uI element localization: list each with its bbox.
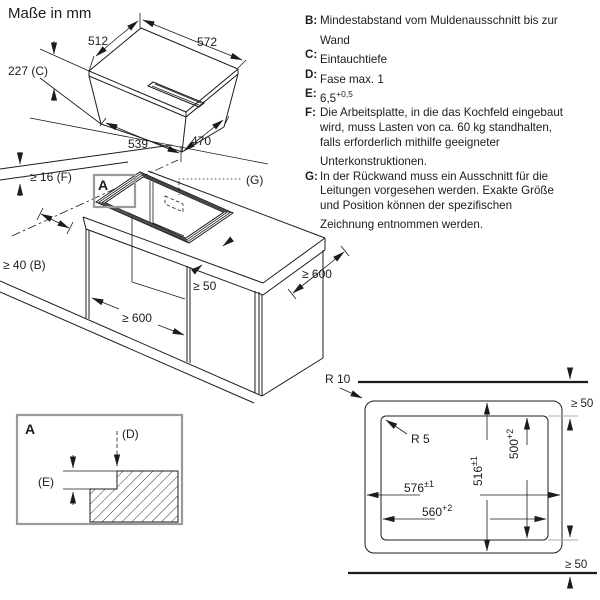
detail-a-chamfer-label: (D): [122, 427, 139, 441]
legend-key: E:: [305, 86, 317, 100]
hob-isometric-view: 512 572 227 (C) 539 470: [8, 13, 269, 165]
legend-key: G:: [305, 169, 318, 183]
dim-worktop-depth-label: ≥ 600: [302, 267, 332, 281]
dim-outer-depth-label: 516±1: [469, 456, 485, 486]
dim-top-clearance-label: ≥ 50: [571, 398, 593, 410]
detail-a-view: A (E) (D): [15, 413, 184, 526]
legend-text: Fase max. 1: [320, 72, 384, 86]
legend: B: Mindestabstand vom Muldenausschnitt b…: [305, 14, 598, 233]
detail-a-step-label: (E): [38, 475, 54, 489]
dim-wall-distance-label: ≥ 40 (B): [3, 258, 46, 272]
legend-key: D:: [305, 67, 318, 81]
cutout-inner-rect: [380, 415, 549, 541]
legend-text: 6,5: [320, 91, 337, 105]
dim-cabinet-width-label: ≥ 600: [122, 311, 152, 325]
legend-text: Mindestabstand vom Muldenausschnitt bis …: [320, 14, 558, 47]
dim-outer-width-label: 576±1: [404, 479, 434, 495]
dim-572-label: 572: [197, 35, 217, 49]
cutout-top-view: R 10 R 5 576±1 560+2 516±1 500+2 ≥ 50: [325, 367, 597, 589]
legend-key: F:: [305, 106, 316, 120]
dim-inner-width-label: 560+2: [422, 503, 452, 519]
legend-key: C:: [305, 48, 318, 62]
dim-inner-depth-label: 500+2: [505, 429, 521, 459]
dim-thickness-label: ≥ 16 (F): [30, 170, 72, 184]
legend-key: B:: [305, 14, 318, 27]
legend-item-b: B: Mindestabstand vom Muldenausschnitt b…: [305, 14, 598, 48]
legend-text: Eintauchtiefe: [320, 52, 388, 66]
legend-item-e: E: 6,5+0,5: [305, 87, 598, 106]
detail-a-marker-box: [92, 173, 137, 209]
dim-512-label: 512: [88, 34, 108, 48]
detail-a-label: A: [25, 421, 35, 437]
page-title: Maße in mm: [8, 5, 92, 22]
cutout-outer-rect: [364, 400, 563, 554]
legend-item-g: G: In der Rückwand muss ein Ausschnitt f…: [305, 170, 598, 233]
legend-text: In der Rückwand muss ein Ausschnitt für …: [320, 169, 554, 232]
dim-bottom-clearance-label: ≥ 50: [565, 559, 587, 571]
dim-470-label: 470: [191, 134, 211, 148]
installation-isometric-view: (G) A ≥ 16 (F) ≥ 40 (B) ≥ 50 ≥ 600: [0, 144, 350, 404]
legend-item-c: C: Eintauchtiefe: [305, 48, 598, 67]
dim-front-clearance-label: ≥ 50: [193, 279, 217, 293]
label-g: (G): [246, 173, 263, 187]
legend-text: Die Arbeitsplatte, in die das Kochfeld e…: [320, 106, 563, 169]
dim-539-label: 539: [128, 137, 148, 151]
inner-radius-label: R 5: [411, 432, 430, 446]
legend-item-f: F: Die Arbeitsplatte, in die das Kochfel…: [305, 106, 598, 169]
detail-a-marker-label: A: [98, 177, 108, 193]
legend-sup: +0,5: [336, 88, 353, 99]
detail-a-frame: [15, 413, 184, 526]
dim-227-label: 227 (C): [8, 64, 48, 78]
legend-item-d: D: Fase max. 1: [305, 68, 598, 87]
outer-radius-label: R 10: [325, 372, 351, 386]
